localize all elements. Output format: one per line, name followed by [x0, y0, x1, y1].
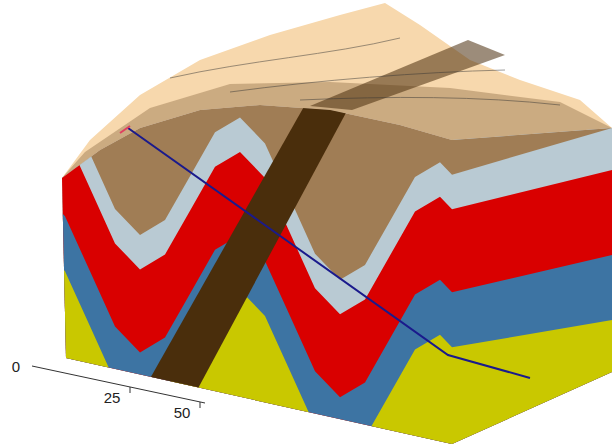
right-face: [440, 100, 612, 446]
axis-label: 0: [12, 359, 20, 375]
axis-label: 25: [104, 390, 121, 406]
scale-axis: [32, 366, 205, 408]
axis-label: 50: [174, 405, 191, 421]
fault-mark: [120, 126, 130, 133]
dyke-top: [310, 40, 505, 110]
contour-lines: [170, 38, 560, 105]
fault-line: [128, 128, 530, 378]
